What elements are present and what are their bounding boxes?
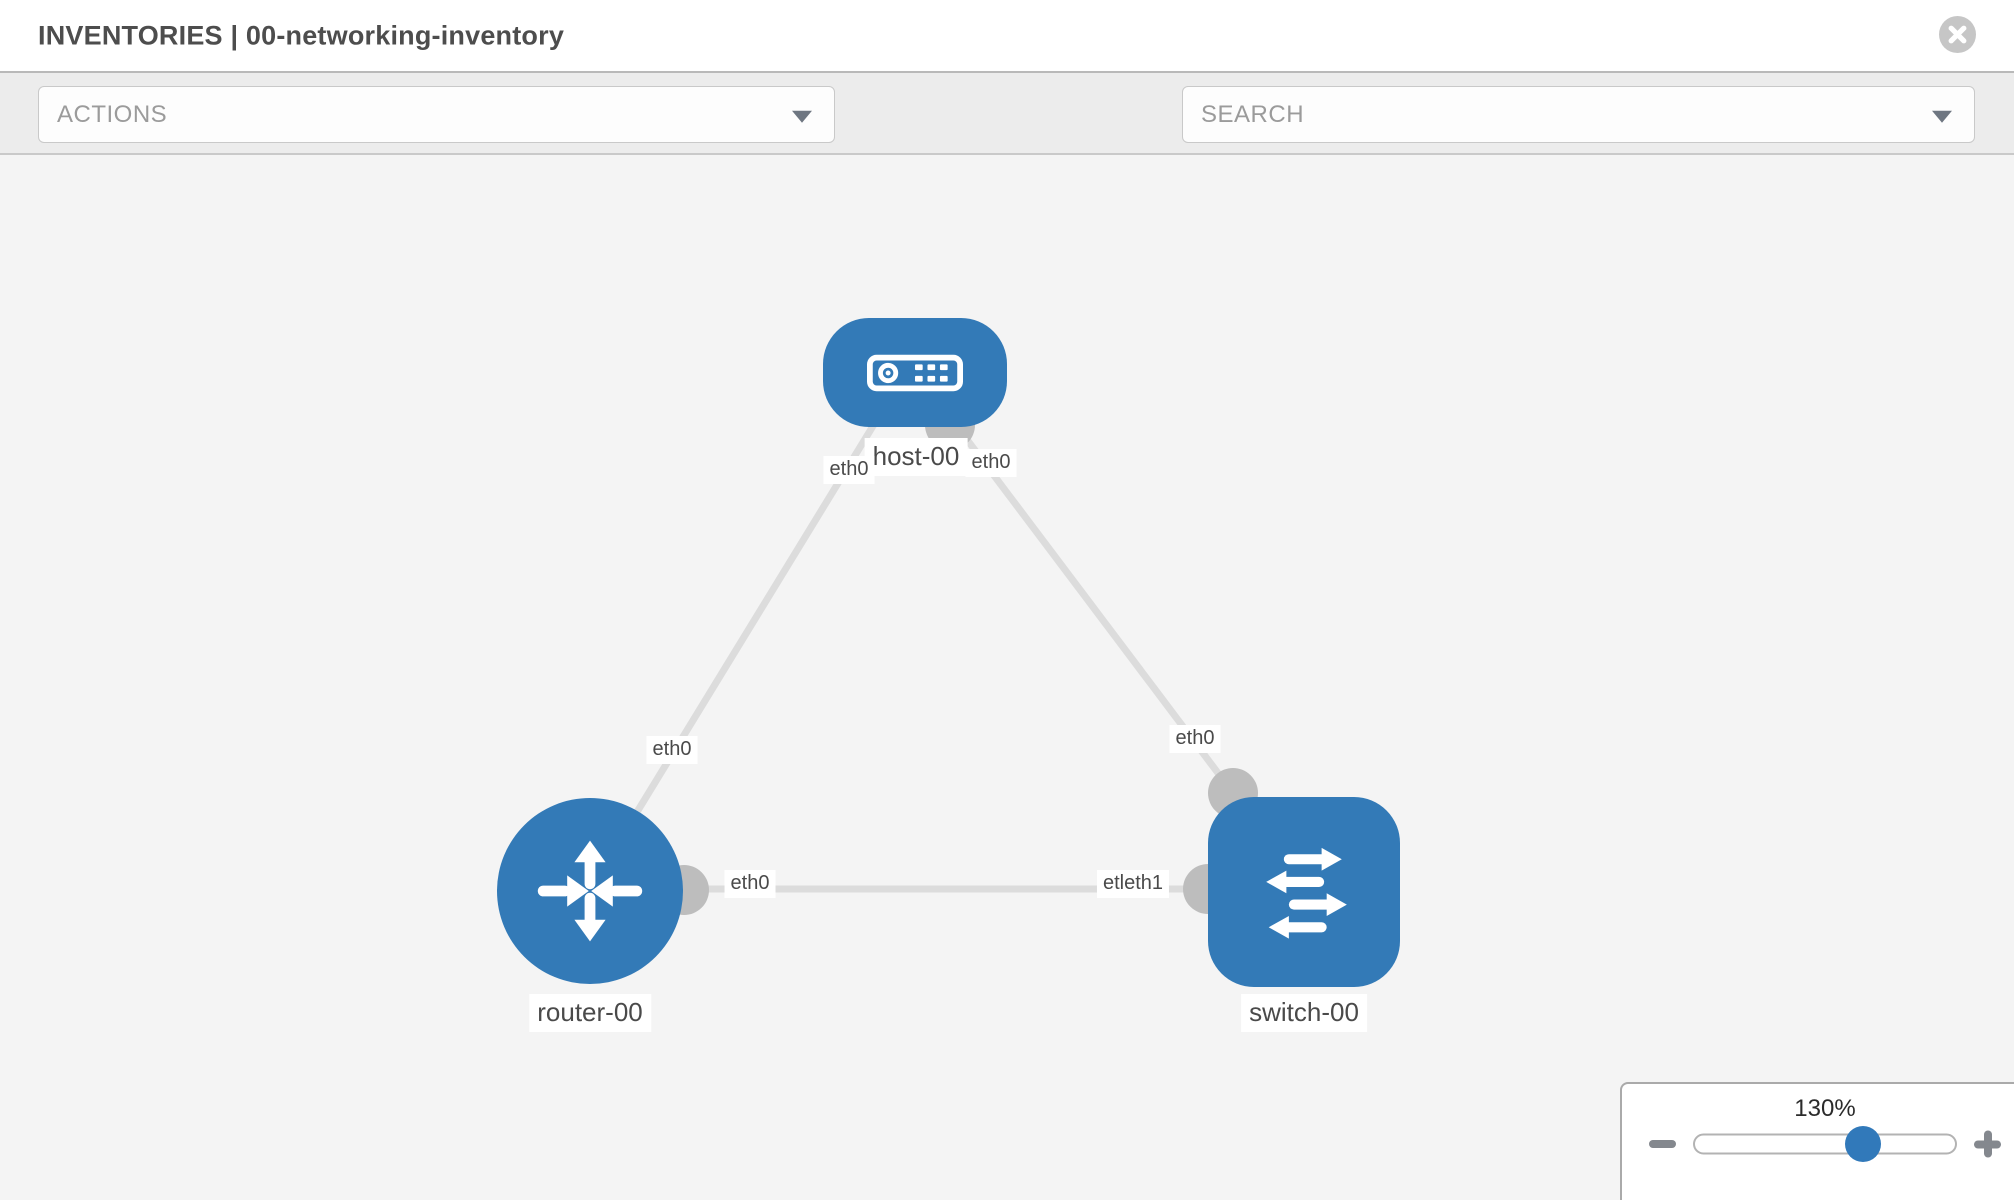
router-icon xyxy=(537,840,643,942)
chevron-down-icon xyxy=(792,110,812,123)
node-label-switch: switch-00 xyxy=(1241,994,1367,1032)
switch-icon xyxy=(1266,847,1347,939)
zoom-panel: 130% xyxy=(1620,1082,2014,1200)
toolbar: ACTIONS SEARCH xyxy=(0,73,2014,209)
node-router-00[interactable] xyxy=(497,798,683,984)
topology-links-layer xyxy=(634,400,1258,915)
interface-label: eth0 xyxy=(724,870,776,898)
host-icon xyxy=(867,354,963,391)
node-host-00[interactable] xyxy=(823,318,1007,427)
close-button[interactable] xyxy=(1939,16,1976,53)
page-title: INVENTORIES | 00-networking-inventory xyxy=(38,20,565,50)
topology-canvas[interactable]: host-00 router-00 switch-00 eth0 eth0 et… xyxy=(0,155,2014,1200)
node-label-host: host-00 xyxy=(864,438,968,476)
search-dropdown-label: SEARCH xyxy=(1201,100,1305,128)
node-switch-00[interactable] xyxy=(1208,797,1400,987)
close-icon xyxy=(1948,25,1967,44)
zoom-level-value: 130% xyxy=(1794,1095,1856,1122)
zoom-slider-track[interactable] xyxy=(1693,1133,1957,1155)
node-label-router: router-00 xyxy=(529,994,651,1032)
zoom-slider-thumb[interactable] xyxy=(1845,1126,1881,1162)
interface-label: eth0 xyxy=(1169,725,1221,753)
zoom-in-button plus-icon[interactable] xyxy=(1974,1130,2001,1158)
actions-dropdown[interactable]: ACTIONS xyxy=(38,86,835,143)
chevron-down-icon xyxy=(1932,110,1952,123)
actions-dropdown-label: ACTIONS xyxy=(57,100,168,128)
interface-label: eth0 xyxy=(823,456,875,484)
interface-label: eth0 xyxy=(646,736,698,764)
search-dropdown[interactable]: SEARCH xyxy=(1182,86,1975,143)
header-bar: INVENTORIES | 00-networking-inventory xyxy=(0,0,2014,73)
interface-label: etleth1 xyxy=(1096,870,1170,898)
interface-label: eth0 xyxy=(965,449,1017,477)
zoom-out-button minus-icon[interactable] xyxy=(1649,1140,1676,1148)
